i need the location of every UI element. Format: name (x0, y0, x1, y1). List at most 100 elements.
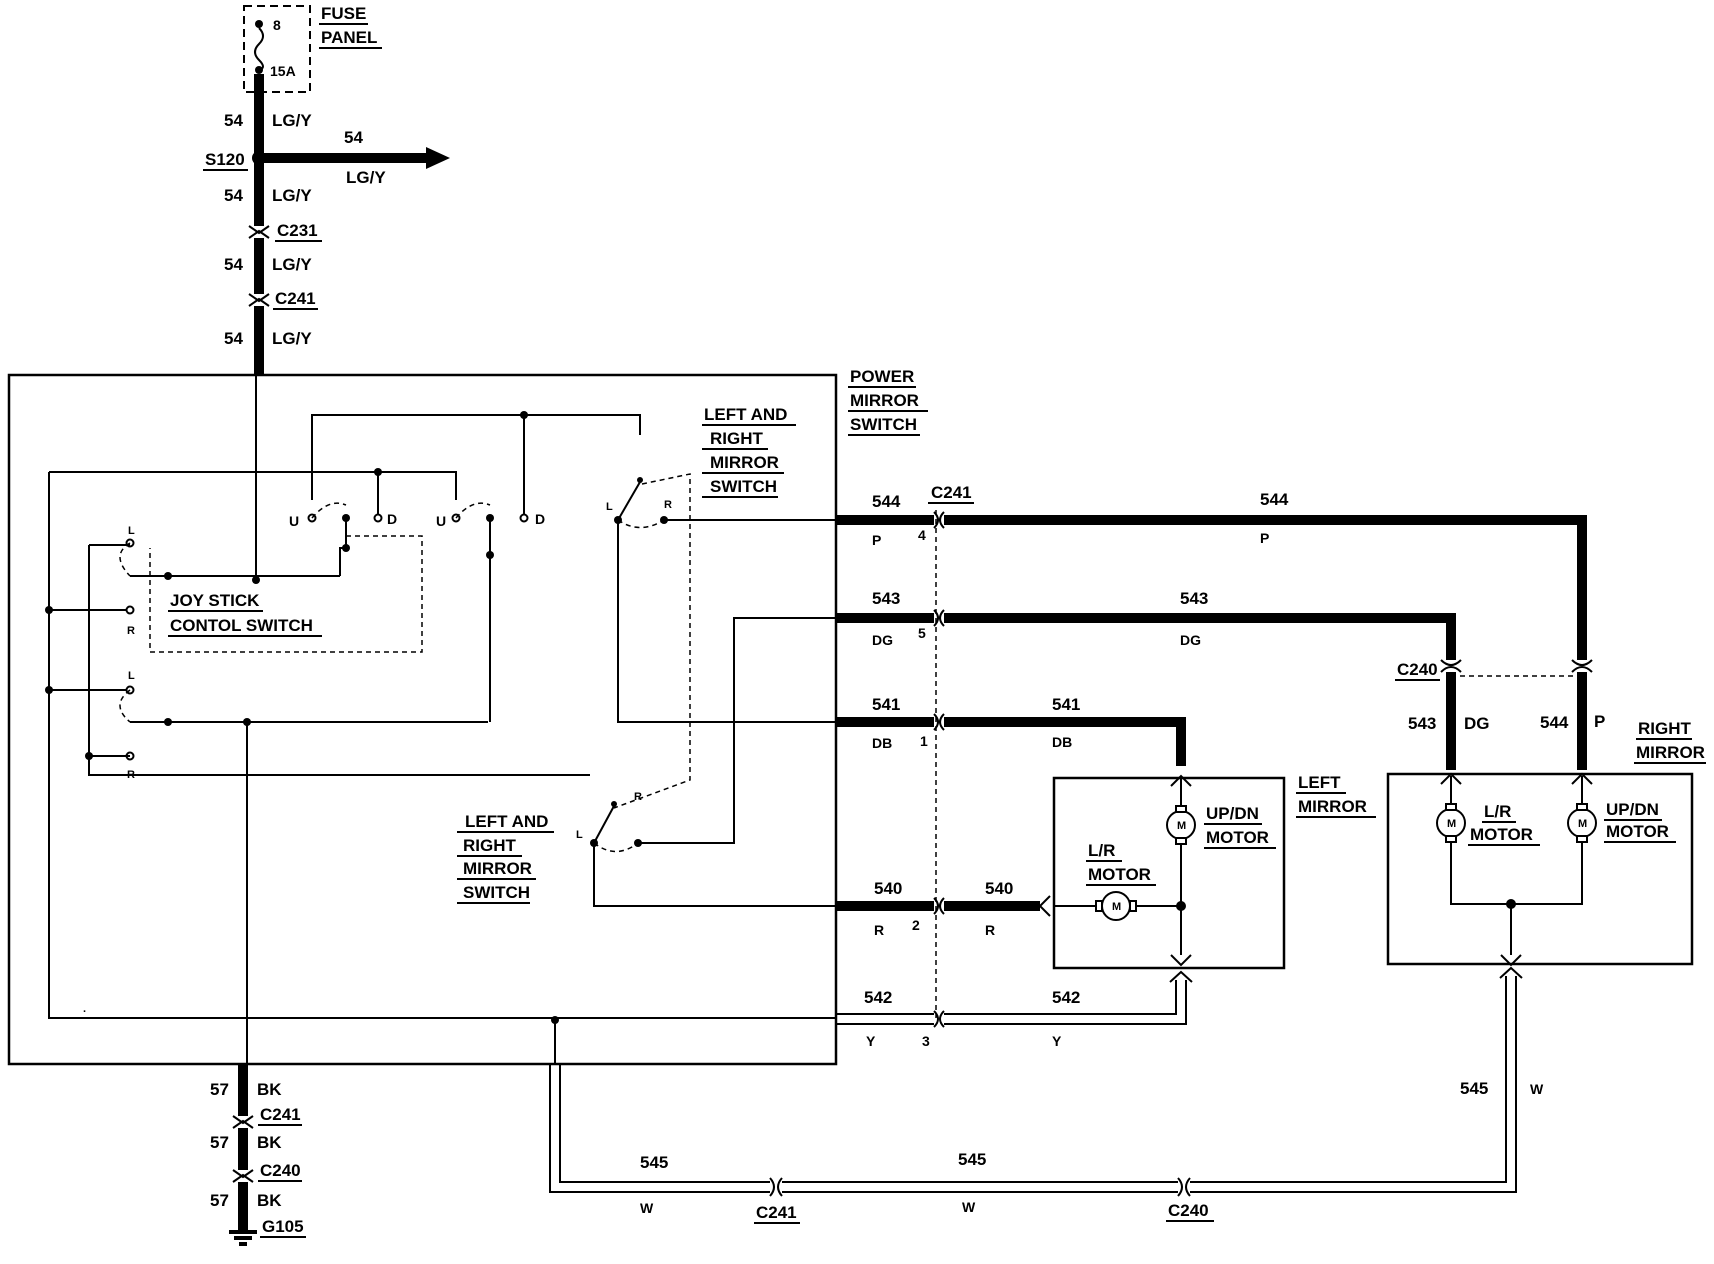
joystick-left-label: L (128, 525, 135, 537)
ground-wire-circuit: 57 (210, 1133, 229, 1152)
right-updn-motor-label-2: MOTOR (1606, 822, 1669, 841)
ground-point-label: G105 (262, 1217, 304, 1236)
return-wire-circuit: 545 (958, 1150, 986, 1169)
output-connector-label: C241 (931, 483, 972, 502)
wire-544-circuit: 544 (872, 492, 901, 511)
branch-color: LG/Y (346, 168, 386, 187)
selector-right-label: R (634, 791, 642, 803)
return-wire-color: W (1530, 1081, 1544, 1097)
right-wire-544-circuit: 544 (1540, 713, 1569, 732)
wire-541-color: DB (1052, 734, 1072, 750)
wire-544-color: P (872, 532, 881, 548)
joystick-down-label: D (535, 511, 545, 527)
wire-circuit-54: 54 (224, 255, 243, 274)
wire-circuit-54: 54 (224, 111, 243, 130)
right-wire-544-color: P (1594, 712, 1605, 731)
wire-circuit-54: 54 (224, 186, 243, 205)
motor-symbol: M (1447, 818, 1456, 830)
return-wire: 545 W C241 545 W C240 545 W (549, 966, 1544, 1224)
fuse-panel-boundary (243, 5, 311, 93)
wire-542-pin: 3 (922, 1033, 930, 1049)
internal-wiring: . (45, 375, 836, 1064)
right-wire-543-circuit: 543 (1408, 714, 1436, 733)
ground-wire-color: BK (257, 1080, 282, 1099)
connector-c231-label: C231 (277, 221, 318, 240)
right-wire-543-color: DG (1464, 714, 1490, 733)
wire-543-circuit: 543 (1180, 589, 1208, 608)
selector-switch-lower-label-2: RIGHT (463, 836, 517, 855)
right-updn-motor-label: UP/DN (1606, 800, 1659, 819)
fuse-panel: 8 15A FUSE PANEL (243, 4, 382, 93)
power-mirror-switch: POWER MIRROR SWITCH (7, 367, 928, 1066)
selector-switch-lower-label-4: SWITCH (463, 883, 530, 902)
right-lr-motor-label: L/R (1484, 802, 1511, 821)
wire-542-circuit: 542 (1052, 988, 1080, 1007)
joystick-label-2: CONTOL SWITCH (170, 616, 313, 635)
left-mirror: M M UP/DN MOTOR L/R MOTOR LEFT MIRROR (1052, 773, 1376, 970)
power-mirror-switch-label-2: MIRROR (850, 391, 919, 410)
wire-543-circuit: 543 (872, 589, 900, 608)
connector-c241-label: C241 (275, 289, 316, 308)
wire-540-circuit: 540 (874, 879, 902, 898)
wire-541-circuit: 541 (1052, 695, 1080, 714)
joystick-up-label: U (436, 513, 446, 529)
wire-540-color: R (985, 922, 995, 938)
right-mirror-housing (1386, 772, 1694, 966)
wire-color-lgy: LG/Y (272, 111, 312, 130)
wire-543-color: DG (872, 632, 893, 648)
return-wire-color: W (962, 1199, 976, 1215)
power-mirror-switch-label-3: SWITCH (850, 415, 917, 434)
feed-wire: 54 LG/Y S120 54 LG/Y C231 54 LG/Y C241 5… (203, 74, 450, 375)
selector-switch-upper-label-4: SWITCH (710, 477, 777, 496)
wire-color-lgy: LG/Y (272, 186, 312, 205)
return-connector-c240: C240 (1168, 1201, 1209, 1220)
wire-542-color: Y (866, 1033, 876, 1049)
ground-wire-color: BK (257, 1133, 282, 1152)
joystick-left-label: L (128, 670, 135, 682)
ground-wire-color: BK (257, 1191, 282, 1210)
motor-symbol: M (1578, 818, 1587, 830)
fuse-panel-label-2: PANEL (321, 28, 377, 47)
selector-left-label: L (576, 829, 583, 841)
left-updn-motor-label: UP/DN (1206, 804, 1259, 823)
wire-541-circuit: 541 (872, 695, 900, 714)
fuse-rating: 15A (270, 63, 296, 79)
left-mirror-label-2: MIRROR (1298, 797, 1367, 816)
wire-544-circuit: 544 (1260, 490, 1289, 509)
wire-543-pin: 5 (918, 625, 926, 641)
wire-color-lgy: LG/Y (272, 329, 312, 348)
wire-543-color: DG (1180, 632, 1201, 648)
return-connector-c241: C241 (756, 1203, 797, 1222)
left-mirror-housing (1052, 776, 1286, 970)
selector-switch-upper-label-3: MIRROR (710, 453, 779, 472)
right-mirror-label-2: MIRROR (1636, 743, 1705, 762)
wire-540-pin: 2 (912, 917, 920, 933)
wire-541-pin: 1 (920, 733, 928, 749)
wire-color-lgy: LG/Y (272, 255, 312, 274)
return-wire-color: W (640, 1200, 654, 1216)
right-mirror: C240 543 DG 544 P M M L/R MOTOR UP/DN MO… (1386, 659, 1706, 967)
ground-connector-c241: C241 (260, 1105, 301, 1124)
selector-switch-upper-label-2: RIGHT (710, 429, 764, 448)
right-connector-label: C240 (1397, 660, 1438, 679)
ground-wire-circuit: 57 (210, 1191, 229, 1210)
wire-544-pin: 4 (918, 527, 926, 543)
selector-left-label: L (606, 501, 613, 513)
left-updn-motor-label-2: MOTOR (1206, 828, 1269, 847)
power-mirror-switch-label: POWER (850, 367, 914, 386)
left-mirror-label: LEFT (1298, 773, 1341, 792)
output-harness: C241 544 P 4 544 P 543 DG 5 543 DG 541 D… (836, 483, 1587, 1049)
wire-542-color: Y (1052, 1033, 1062, 1049)
left-lr-motor-label-2: MOTOR (1088, 865, 1151, 884)
fuse-icon (254, 27, 264, 71)
svg-text:.: . (83, 1003, 86, 1015)
wire-544-color: P (1260, 530, 1269, 546)
wire-541-color: DB (872, 735, 892, 751)
branch-arrow-icon (426, 147, 450, 169)
motor-symbol: M (1112, 901, 1121, 913)
selector-switch-upper-label: LEFT AND (704, 405, 787, 424)
joystick-up-label: U (289, 513, 299, 529)
joystick-down-label: D (387, 511, 397, 527)
ground-circuit: 57 BK C241 57 BK C240 57 BK G105 (210, 1064, 306, 1246)
